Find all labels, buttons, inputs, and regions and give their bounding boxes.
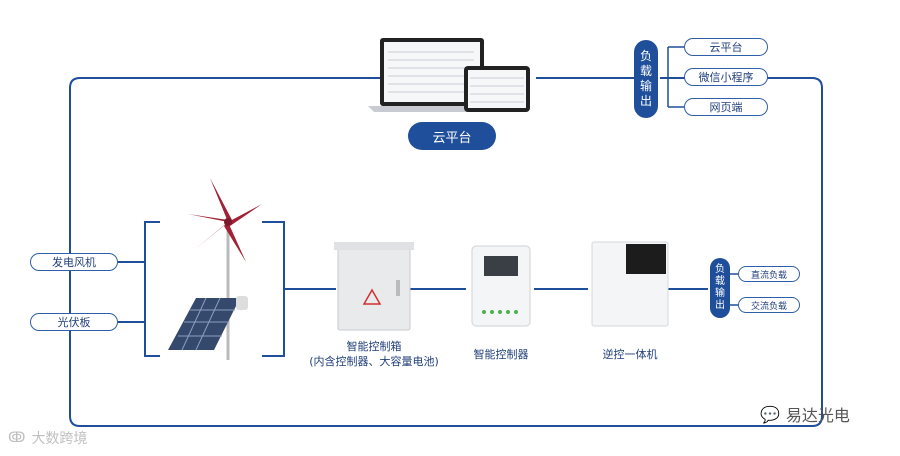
- char: 载: [639, 64, 652, 78]
- brand-text: 易达光电: [785, 406, 850, 425]
- corner-watermark: ↂ 大数跨境: [8, 428, 87, 448]
- controller-caption: 智能控制器: [473, 348, 529, 361]
- inverter-icon: [591, 241, 669, 327]
- tablet-icon: [464, 66, 530, 112]
- controller-icon: [471, 245, 531, 327]
- inverter-caption: 逆控一体机: [602, 348, 658, 361]
- ac-load: 交流负载: [738, 297, 800, 313]
- control-box-caption: 智能控制箱: [346, 340, 402, 353]
- char: 负: [715, 264, 725, 275]
- load-output-label: 负 载 输 出: [710, 258, 730, 318]
- source-solar-panel: 光伏板: [30, 313, 118, 331]
- char: 出: [715, 300, 725, 311]
- wechat-icon: 💬: [760, 404, 780, 424]
- output-web: 网页端: [684, 98, 768, 116]
- char: 出: [639, 94, 652, 108]
- char: 输: [715, 288, 725, 299]
- source-wind-turbine: 发电风机: [30, 253, 118, 271]
- char: 载: [715, 276, 725, 287]
- corner-watermark-text: 大数跨境: [31, 431, 88, 447]
- char: 负: [639, 49, 652, 63]
- logo-icon: ↂ: [8, 430, 26, 446]
- char: 输: [639, 79, 652, 93]
- output-wechat-miniprogram: 微信小程序: [684, 68, 768, 86]
- control-box-icon: [334, 242, 414, 331]
- brand-watermark: 💬 易达光电: [760, 402, 850, 426]
- wind-turbine-icon: [188, 178, 262, 360]
- cloud-platform-badge: 云平台: [408, 122, 496, 150]
- cloud-load-output-label: 负 载 输 出: [634, 40, 658, 118]
- dc-load: 直流负载: [738, 266, 800, 282]
- solar-panel-icon: [168, 296, 248, 351]
- output-cloud-platform: 云平台: [684, 38, 768, 56]
- control-box-subcaption: (内含控制器、大容量电池): [309, 355, 439, 368]
